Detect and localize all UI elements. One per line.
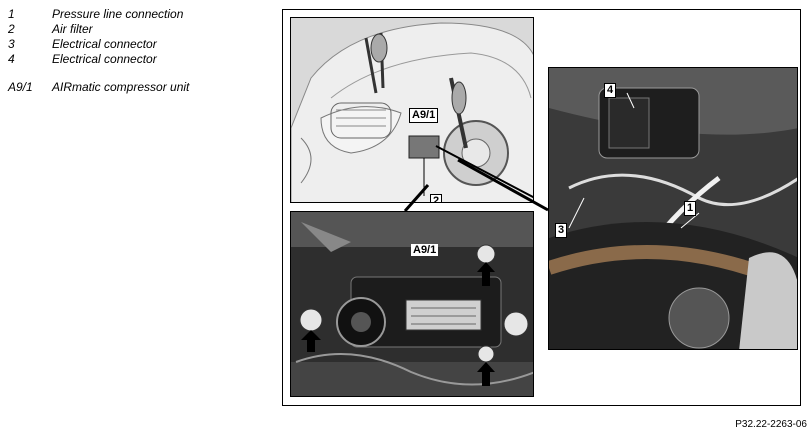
arrow-up-icon xyxy=(477,262,495,286)
legend-text: AIRmatic compressor unit xyxy=(52,80,190,94)
legend-item: 4 Electrical connector xyxy=(8,52,189,67)
callout-a91: A9/1 xyxy=(411,244,439,256)
detail-photo: 4 1 3 xyxy=(548,67,798,350)
callout-2: 2 xyxy=(430,194,443,202)
legend-text: Air filter xyxy=(52,22,93,36)
legend-text: Electrical connector xyxy=(52,37,157,51)
legend-number: 3 xyxy=(8,37,15,51)
arrow-up-icon xyxy=(477,362,495,386)
compressor-illustration xyxy=(291,212,533,396)
legend-item: 3 Electrical connector xyxy=(8,37,189,52)
legend-text: Pressure line connection xyxy=(52,7,184,21)
legend-unit: A9/1 AIRmatic compressor unit xyxy=(8,80,189,95)
arrow-up-icon xyxy=(301,330,321,352)
legend-number: 1 xyxy=(8,7,15,21)
legend-item: 2 Air filter xyxy=(8,22,189,37)
callout-3: 3 xyxy=(555,223,568,238)
callout-4: 4 xyxy=(604,83,617,98)
car-overview-photo: A9/1 2 xyxy=(290,17,534,203)
figure-frame: A9/1 2 A9/1 xyxy=(282,9,801,406)
legend-text: Electrical connector xyxy=(52,52,157,66)
detail-illustration xyxy=(549,68,797,349)
reference-code: P32.22-2263-06 xyxy=(735,419,807,430)
legend: 1 Pressure line connection 2 Air filter … xyxy=(8,7,189,95)
legend-item: 1 Pressure line connection xyxy=(8,7,189,22)
legend-number: 4 xyxy=(8,52,15,66)
callout-1: 1 xyxy=(684,201,697,216)
legend-number: A9/1 xyxy=(8,80,33,94)
callout-a91: A9/1 xyxy=(409,108,439,123)
compressor-photo: A9/1 xyxy=(290,211,534,397)
arrow-icons xyxy=(301,262,495,386)
legend-number: 2 xyxy=(8,22,15,36)
